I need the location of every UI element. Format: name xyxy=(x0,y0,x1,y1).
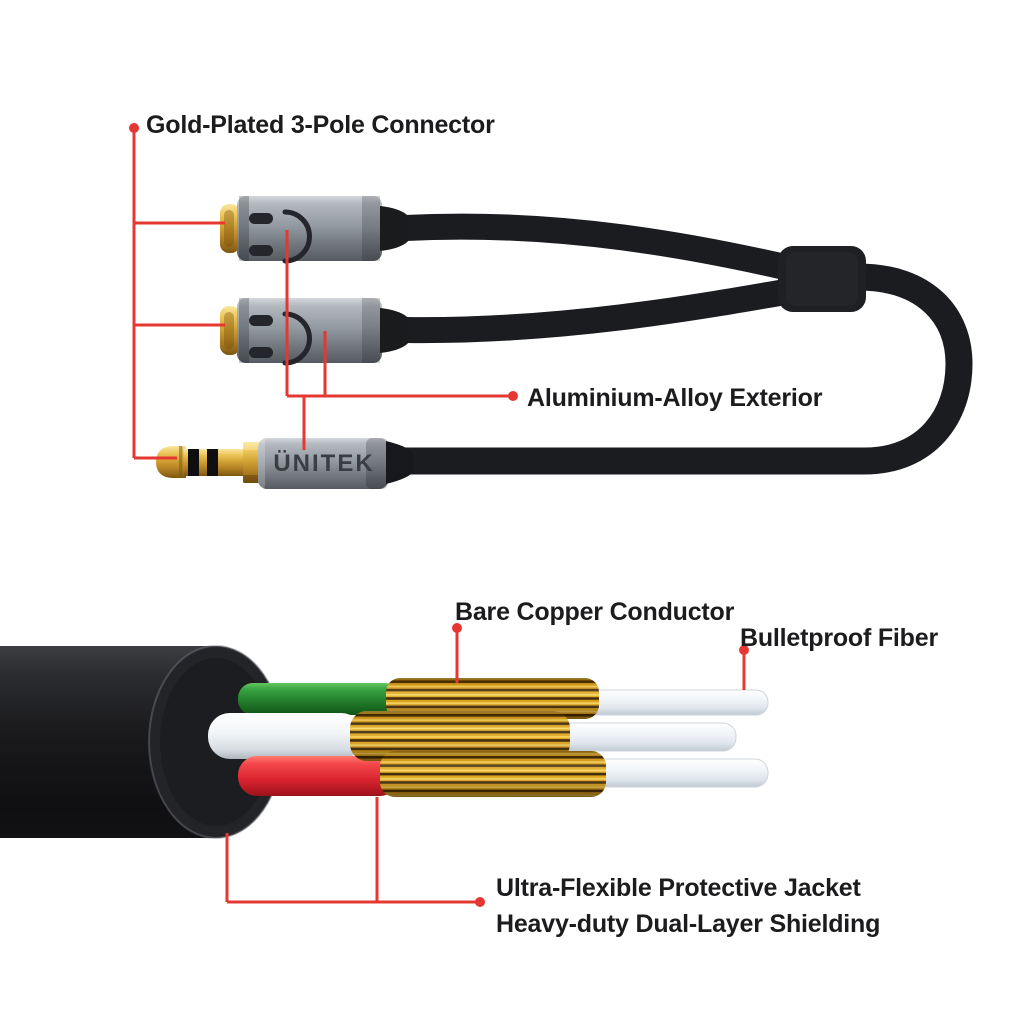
callout-label-gold-plated: Gold-Plated 3-Pole Connector xyxy=(146,111,495,139)
copper-braids xyxy=(350,678,606,797)
cable-loop xyxy=(390,263,973,475)
callout-line-aluminium xyxy=(285,230,513,450)
brand-label: ÜNITEK xyxy=(273,450,375,477)
callout-label-fiber: Bulletproof Fiber xyxy=(740,624,938,652)
callout-label-jacket-line1: Ultra-Flexible Protective Jacket xyxy=(496,874,861,902)
plug-ring-2 xyxy=(207,449,218,476)
splitter-photo xyxy=(156,196,973,489)
plug-tip xyxy=(156,446,186,478)
callout-label-copper: Bare Copper Conductor xyxy=(455,598,735,626)
male-plug xyxy=(156,438,413,489)
cable-top xyxy=(392,213,815,284)
wire-white xyxy=(208,713,363,759)
callout-dots xyxy=(129,123,749,907)
cable-bottom xyxy=(392,276,815,344)
plug-ring-1 xyxy=(188,449,199,476)
wire-red xyxy=(238,756,399,796)
cable-cross-section xyxy=(0,645,769,839)
female-jack-bottom xyxy=(220,298,409,366)
callout-line-jacket xyxy=(225,797,478,904)
callout-line-gold-plated xyxy=(132,131,225,460)
headset-icon xyxy=(249,311,312,366)
female-jack-top xyxy=(220,196,409,264)
callout-label-aluminium: Aluminium-Alloy Exterior xyxy=(527,384,823,412)
plug-barrel xyxy=(258,438,388,489)
wire-green xyxy=(238,683,400,715)
callout-lines xyxy=(132,131,746,904)
cable-junction-boot xyxy=(778,246,866,312)
callout-label-jacket-line2: Heavy-duty Dual-Layer Shielding xyxy=(496,910,881,938)
headset-icon xyxy=(249,209,312,264)
